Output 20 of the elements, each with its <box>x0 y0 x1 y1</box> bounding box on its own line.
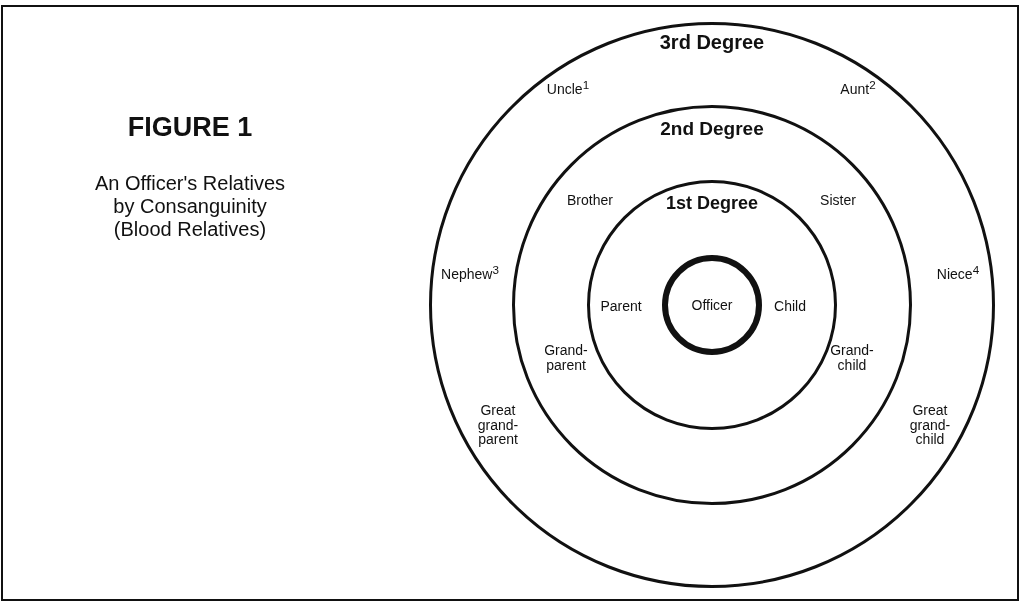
relative-label: Aunt$^{2}$ <box>839 78 877 98</box>
relative-label: Child <box>773 298 807 314</box>
degree-circle <box>662 255 762 355</box>
circle-label: Officer <box>691 297 733 313</box>
relative-label: Parent <box>599 298 643 314</box>
figure-title: FIGURE 1 <box>126 112 254 143</box>
relative-label: Grand-parent <box>543 343 589 373</box>
relative-label: Sister <box>819 192 857 208</box>
relative-label: Nephew$^{3}$ <box>440 263 500 283</box>
relative-label: Niece$^{4}$ <box>935 263 981 283</box>
relative-label: Uncle$^{1}$ <box>545 78 591 98</box>
degree-circle <box>429 22 995 588</box>
relative-label: Great grand-parent <box>476 402 520 448</box>
degree-heading: 3rd Degree <box>659 31 765 54</box>
degree-heading: 2nd Degree <box>660 118 764 140</box>
degree-heading: 1st Degree <box>665 193 759 214</box>
relative-label: Grand-child <box>829 343 875 373</box>
relative-label: Brother <box>566 192 614 208</box>
figure-caption: An Officer's Relatives by Consanguinity (Blood Relatives) <box>93 172 287 241</box>
relative-label: Great grand-child <box>908 402 952 448</box>
